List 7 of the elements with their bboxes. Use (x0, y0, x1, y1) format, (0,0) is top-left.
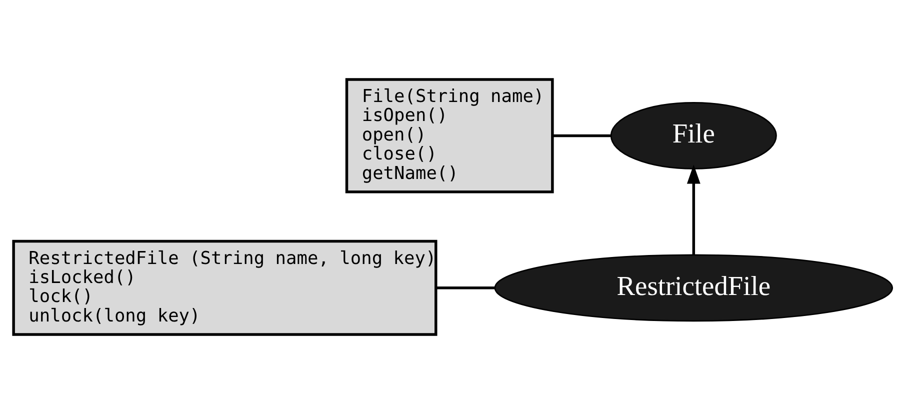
node-box: File(String name) isOpen() open() close() getName() (345, 78, 554, 194)
node-ellipse: RestrictedFile (494, 254, 894, 322)
node-box: RestrictedFile (String name, long key) isLocked() lock() unlock(long key) (12, 240, 438, 336)
arrow (686, 164, 700, 255)
connector (436, 286, 495, 290)
node-ellipse: File (610, 102, 777, 170)
connector (552, 134, 611, 138)
